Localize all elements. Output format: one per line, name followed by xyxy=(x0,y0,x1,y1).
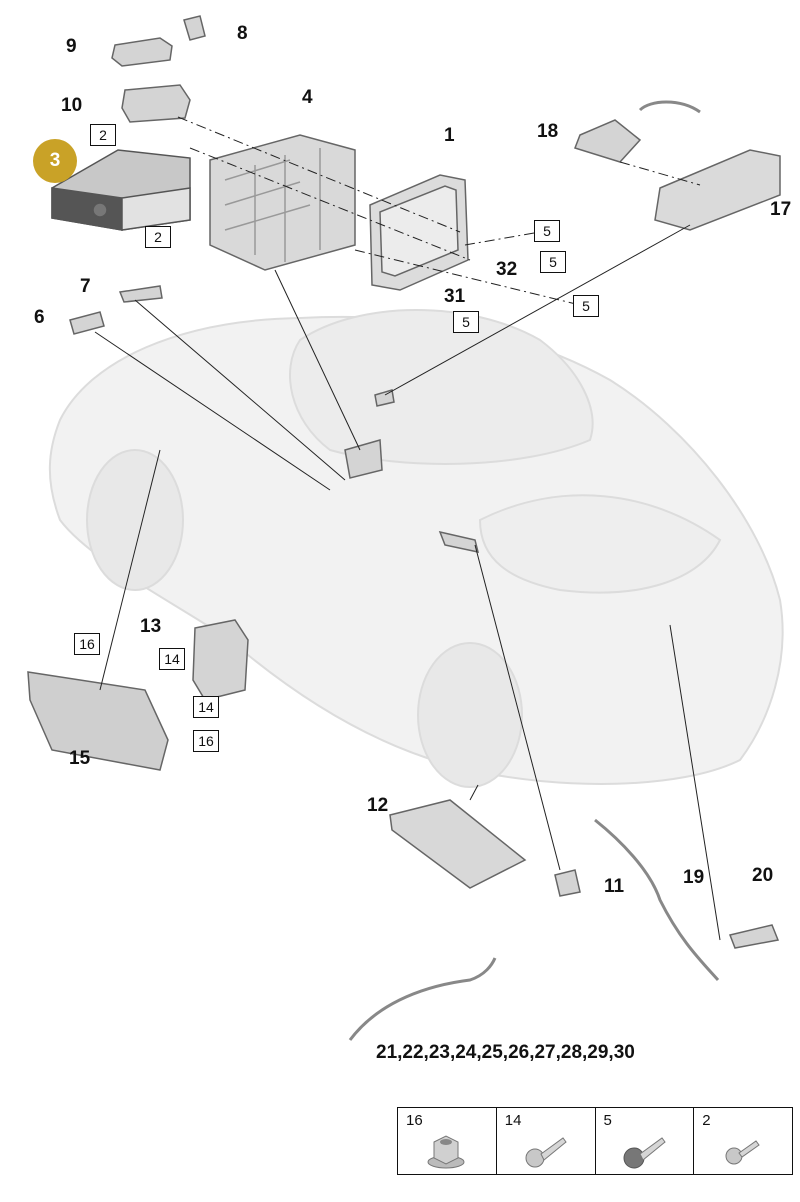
cable-19 xyxy=(594,818,720,982)
legend-number: 16 xyxy=(406,1112,423,1129)
part-9 xyxy=(111,37,173,67)
callout-32[interactable]: 32 xyxy=(496,259,518,280)
tray-12 xyxy=(389,799,527,889)
cable-21-30 xyxy=(348,957,497,1041)
screw-icon xyxy=(725,1140,760,1165)
mounting-frame-4 xyxy=(209,134,356,271)
control-unit-3 xyxy=(51,149,191,231)
callout-20[interactable]: 20 xyxy=(752,865,774,886)
display-1 xyxy=(369,174,469,291)
legend-number: 14 xyxy=(504,1112,522,1129)
part-7 xyxy=(118,285,163,303)
part-connector-17 xyxy=(374,389,395,407)
cable-18 xyxy=(638,100,701,114)
part-6 xyxy=(69,311,105,335)
fastener-ref-5[interactable]: 5 xyxy=(453,311,479,333)
part-10 xyxy=(121,84,191,123)
legend-cell-14[interactable]: 14 xyxy=(497,1108,596,1174)
fastener-ref-5[interactable]: 5 xyxy=(573,295,599,317)
part-18 xyxy=(574,119,642,163)
fastener-ref-14[interactable]: 14 xyxy=(159,648,185,670)
fastener-ref-2[interactable]: 2 xyxy=(90,124,116,146)
part-8 xyxy=(183,15,206,41)
part-mount-center xyxy=(344,439,383,479)
callout-7[interactable]: 7 xyxy=(80,276,91,297)
fastener-ref-5[interactable]: 5 xyxy=(534,220,560,242)
callout-11[interactable]: 11 xyxy=(604,876,625,897)
callout-6[interactable]: 6 xyxy=(34,307,45,328)
callout-12[interactable]: 12 xyxy=(367,795,389,816)
callout-13[interactable]: 13 xyxy=(140,616,162,637)
callout-17[interactable]: 17 xyxy=(770,199,792,220)
part-13 xyxy=(192,619,249,701)
callout-3-highlight[interactable]: 3 xyxy=(33,139,77,183)
callout-15[interactable]: 15 xyxy=(69,748,91,769)
callout-21-30[interactable]: 21,22,23,24,25,26,27,28,29,30 xyxy=(376,1042,635,1063)
legend-cell-2[interactable]: 2 xyxy=(694,1108,792,1174)
callout-18[interactable]: 18 xyxy=(537,121,559,142)
module-17 xyxy=(654,149,781,231)
car-silhouette xyxy=(48,309,784,788)
callout-31[interactable]: 31 xyxy=(444,286,466,307)
legend-cell-5[interactable]: 5 xyxy=(596,1108,695,1174)
callout-8[interactable]: 8 xyxy=(237,23,248,44)
part-20 xyxy=(728,924,780,949)
callout-9[interactable]: 9 xyxy=(66,36,77,57)
fastener-legend: 16 14 5 2 xyxy=(397,1107,793,1175)
callout-19[interactable]: 19 xyxy=(683,867,705,888)
fastener-ref-16[interactable]: 16 xyxy=(193,730,219,752)
screw-icon xyxy=(623,1137,666,1169)
callout-4[interactable]: 4 xyxy=(302,87,313,108)
bracket-15 xyxy=(27,671,169,771)
fastener-ref-14[interactable]: 14 xyxy=(193,696,219,718)
callout-10[interactable]: 10 xyxy=(61,95,83,116)
legend-cell-16[interactable]: 16 xyxy=(398,1108,497,1174)
screw-icon xyxy=(525,1137,567,1168)
legend-number: 2 xyxy=(702,1112,711,1129)
part-mount-rear xyxy=(438,530,480,553)
legend-number: 5 xyxy=(603,1112,612,1129)
flange-nut-icon xyxy=(427,1135,465,1169)
fastener-ref-2[interactable]: 2 xyxy=(145,226,171,248)
fastener-ref-5[interactable]: 5 xyxy=(540,251,566,273)
part-11 xyxy=(554,869,581,897)
fastener-ref-16[interactable]: 16 xyxy=(74,633,100,655)
callout-1[interactable]: 1 xyxy=(444,125,455,146)
